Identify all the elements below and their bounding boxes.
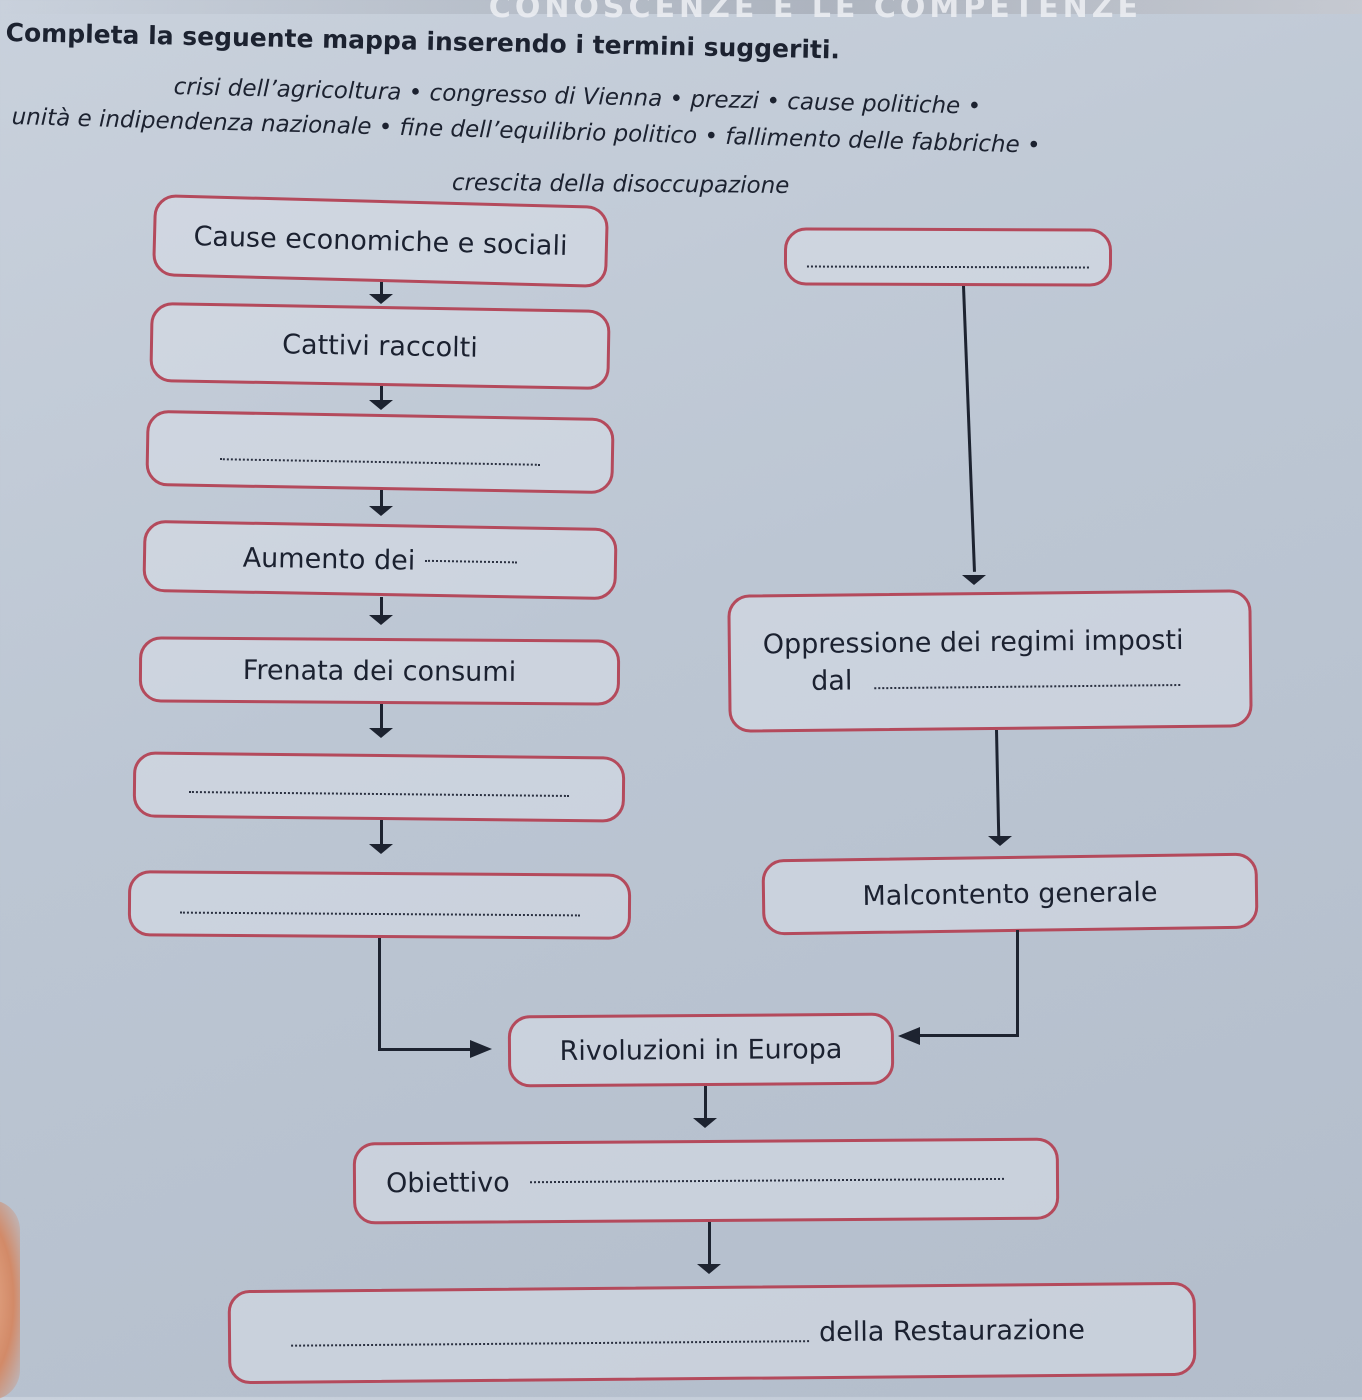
blank-4[interactable] [179,911,580,917]
box-malcontento: Malcontento generale [761,852,1259,936]
box-obiettivo[interactable]: Obiettivo [352,1137,1060,1225]
arrow-head-left-connector [470,1040,492,1058]
connector-left-vertical [378,938,381,1050]
arrow-head-center-2 [697,1264,721,1274]
box-cause-economiche-label: Cause economiche e sociali [193,220,568,262]
arrow-line-center-1 [704,1086,707,1118]
connector-right-1 [962,285,976,572]
arrow-head-right-2 [988,836,1012,846]
blank-7[interactable] [529,1177,1004,1184]
connector-right-horizontal [920,1034,1019,1037]
finger-photo-edge [0,1200,20,1400]
section-title: CONOSCENZE E LE COMPETENZE [488,0,1142,25]
arrow-head-6 [369,844,393,854]
box-restaurazione[interactable]: della Restaurazione [227,1281,1197,1385]
box-rivoluzioni: Rivoluzioni in Europa [507,1012,895,1088]
box-oppressione-line2: dal [811,665,853,697]
arrow-head-2 [369,400,393,410]
arrow-line-6 [380,820,383,844]
blank-8[interactable] [291,1340,810,1347]
word-bank-line-3: crescita della disoccupazione [451,170,790,199]
arrow-head-5 [369,728,393,738]
connector-right-2 [995,729,1001,837]
box-frenata-consumi: Frenata dei consumi [138,636,621,706]
box-cause-economiche: Cause economiche e sociali [152,194,609,288]
box-blank-1[interactable] [145,409,615,495]
box-cause-politiche-blank[interactable] [783,227,1113,287]
arrow-head-center-1 [693,1118,717,1128]
box-cattivi-raccolti-label: Cattivi raccolti [281,328,479,364]
box-aumento-dei[interactable]: Aumento dei [142,519,618,601]
box-blank-3[interactable] [132,751,626,823]
box-frenata-consumi-label: Frenata dei consumi [242,654,517,688]
box-restaurazione-label: della Restaurazione [818,1314,1086,1348]
arrow-line-3 [380,490,383,506]
box-rivoluzioni-label: Rivoluzioni in Europa [559,1033,843,1067]
arrow-head-right-1 [962,575,986,585]
blank-5[interactable] [806,265,1089,269]
arrow-head-1 [369,294,393,304]
blank-1[interactable] [219,458,540,466]
blank-3[interactable] [188,791,569,797]
box-oppressione-line1: Oppressione dei regimi imposti [762,624,1184,661]
box-oppressione[interactable]: Oppressione dei regimi imposti dal [727,589,1253,733]
blank-2[interactable] [425,559,518,564]
arrow-line-center-2 [708,1222,711,1264]
header-strip [0,0,1362,14]
connector-right-vertical [1016,930,1019,1036]
blank-6[interactable] [874,684,1181,690]
box-obiettivo-label: Obiettivo [385,1166,510,1199]
box-malcontento-label: Malcontento generale [862,876,1158,912]
arrow-head-4 [369,615,393,625]
arrow-line-2 [380,386,383,400]
arrow-head-right-connector [898,1027,920,1045]
arrow-line-1 [380,282,383,296]
arrow-head-3 [369,506,393,516]
box-blank-4[interactable] [127,870,632,940]
box-cattivi-raccolti: Cattivi raccolti [149,301,611,391]
arrow-line-5 [380,704,383,728]
arrow-line-4 [380,597,383,615]
connector-left-horizontal [378,1048,474,1051]
box-aumento-dei-label: Aumento dei [242,542,416,577]
